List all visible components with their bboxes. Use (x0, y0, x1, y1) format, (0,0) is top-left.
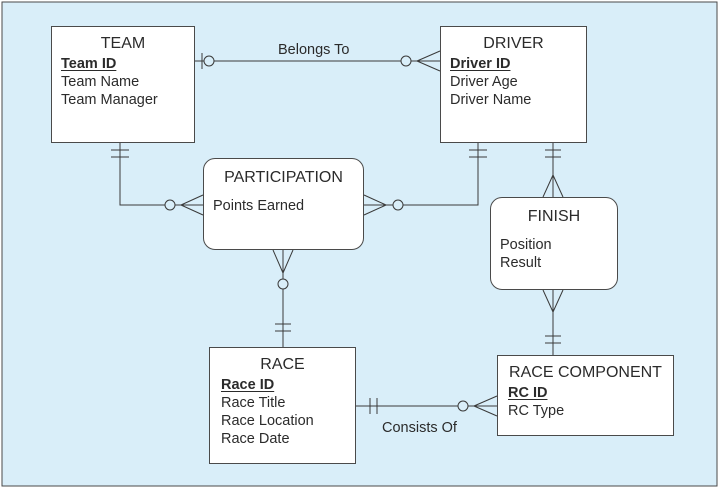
attribute-race-title: Race Title (221, 395, 286, 411)
attribute-driver-id: Driver ID (450, 56, 511, 72)
connector-team-driver (195, 50, 441, 72)
entity-participation[interactable]: PARTICIPATION Points Earned (203, 158, 364, 250)
relationship-label-consists-of: Consists Of (382, 420, 457, 436)
entity-race-component-title: RACE COMPONENT (509, 364, 662, 381)
entity-finish-attributes: Position Result (491, 236, 617, 272)
entity-team-attributes: Team ID Team Name Team Manager (52, 55, 194, 109)
connector-team-participation (111, 143, 204, 216)
connector-driver-participation (363, 143, 487, 216)
attribute-team-manager: Team Manager (61, 92, 158, 108)
attribute-team-id: Team ID (61, 56, 117, 72)
entity-race-component-attributes: RC ID RC Type (498, 384, 673, 420)
attribute-race-id: Race ID (221, 377, 275, 393)
attribute-rc-id: RC ID (508, 385, 548, 401)
attribute-team-name: Team Name (61, 74, 140, 90)
entity-race-attributes: Race ID Race Title Race Location Race Da… (210, 376, 355, 448)
relationship-label-belongs-to: Belongs To (278, 42, 350, 58)
entity-participation-title: PARTICIPATION (224, 169, 343, 186)
entity-race-title: RACE (260, 356, 305, 373)
attribute-points-earned: Points Earned (213, 198, 305, 214)
connector-participation-race (272, 249, 294, 347)
connector-driver-finish (542, 143, 564, 198)
attribute-race-date: Race Date (221, 431, 290, 447)
attribute-result: Result (500, 255, 542, 271)
attribute-position: Position (500, 237, 552, 253)
attribute-rc-type: RC Type (508, 403, 565, 419)
attribute-race-location: Race Location (221, 413, 314, 429)
entity-race-component[interactable]: RACE COMPONENT RC ID RC Type (497, 355, 674, 436)
entity-finish[interactable]: FINISH Position Result (490, 197, 618, 290)
attribute-driver-age: Driver Age (450, 74, 518, 90)
connector-lines (111, 50, 564, 417)
connector-finish-racecomponent (542, 289, 564, 355)
entity-participation-attributes: Points Earned (204, 197, 363, 215)
entity-team-title: TEAM (100, 35, 146, 52)
entity-driver-attributes: Driver ID Driver Age Driver Name (441, 55, 586, 109)
connector-race-racecomponent (356, 395, 498, 417)
entity-driver-title: DRIVER (483, 35, 544, 52)
entity-finish-title: FINISH (527, 208, 581, 225)
entity-race[interactable]: RACE Race ID Race Title Race Location Ra… (209, 347, 356, 464)
attribute-driver-name: Driver Name (450, 92, 532, 108)
entity-team[interactable]: TEAM Team ID Team Name Team Manager (51, 26, 195, 143)
entity-driver[interactable]: DRIVER Driver ID Driver Age Driver Name (440, 26, 587, 143)
